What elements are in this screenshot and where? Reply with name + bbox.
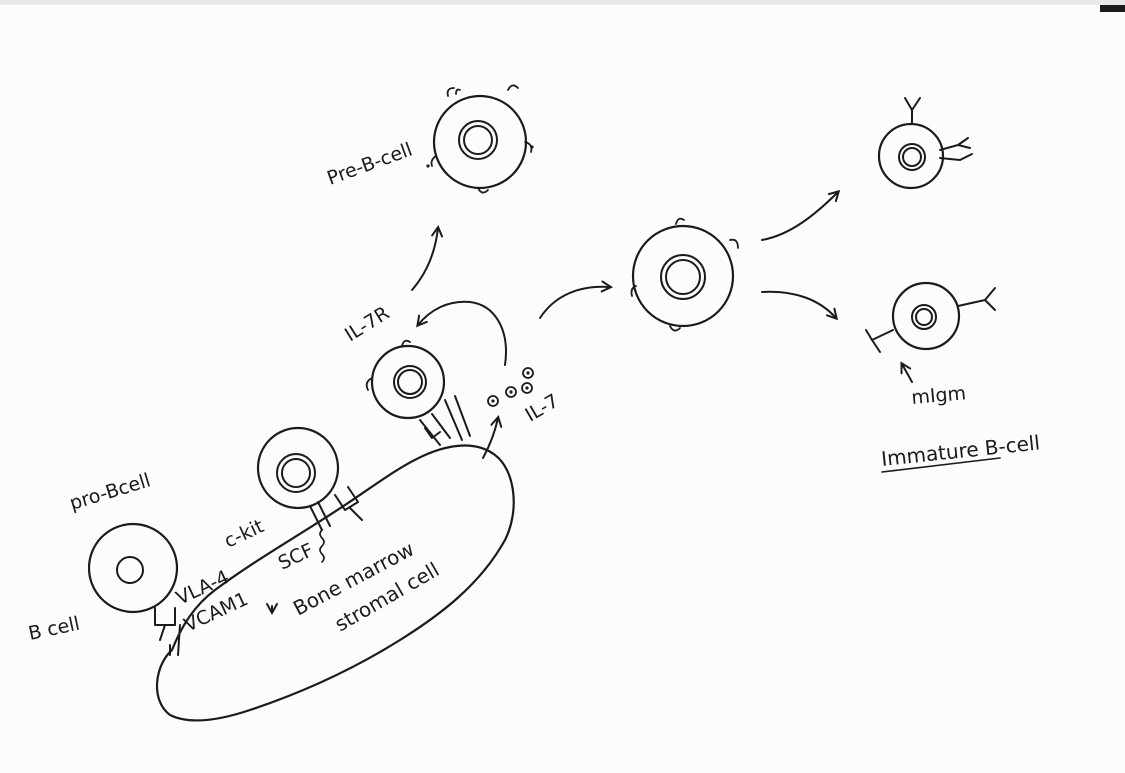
immature-underline <box>881 457 1001 473</box>
stromal-cell-outline <box>156 444 515 722</box>
il7-molecules <box>487 367 534 407</box>
immature-b-cell-top <box>877 97 973 190</box>
label-migm: mIgm <box>911 382 967 409</box>
label-immature-b-cell: Immature B-cell <box>880 430 1041 471</box>
paper-edge <box>0 0 1125 5</box>
c-kit-cell <box>256 426 363 563</box>
immature-b-cell-bottom <box>865 281 996 353</box>
label-pro-b-cell: pro-Bcell <box>67 469 153 514</box>
arrow-to-migm <box>902 364 913 383</box>
label-il7r: IL-7R <box>341 302 393 346</box>
il7r-cell <box>365 339 471 446</box>
arrow-to-pre-b <box>411 228 438 291</box>
pre-b-cell <box>426 84 534 194</box>
arrow-il7-to-receptor <box>418 300 507 366</box>
label-b-cell: B cell <box>26 613 81 645</box>
label-pre-b-cell: Pre-B-cell <box>324 139 415 190</box>
arrow-stroma-to-il7 <box>482 418 498 459</box>
pro-b-cell <box>87 522 181 656</box>
label-c-kit: c-kit <box>221 515 267 552</box>
label-il7: IL-7 <box>522 390 563 426</box>
arrow-to-immature-top <box>761 192 838 241</box>
paper-corner-mark <box>1100 5 1125 12</box>
arrow-to-middle-cell <box>539 287 610 319</box>
middle-cell <box>630 217 739 332</box>
arrow-to-immature-bottom <box>761 290 836 318</box>
